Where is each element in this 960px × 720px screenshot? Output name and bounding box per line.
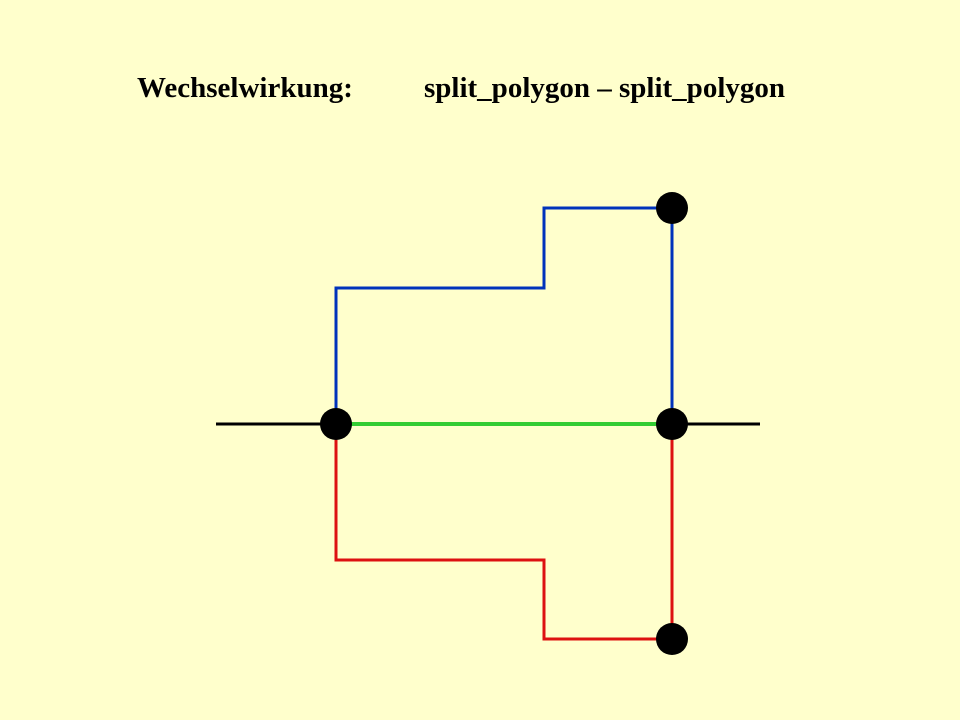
slide-title: Wechselwirkung: split_polygon – split_po… [0, 72, 960, 112]
node-right-split [656, 408, 688, 440]
title-label: Wechselwirkung: [137, 72, 353, 104]
upper-polygon-path [334, 206, 674, 424]
node-top [656, 192, 688, 224]
title-formula: split_polygon – split_polygon [424, 72, 785, 104]
node-left-split [320, 408, 352, 440]
node-bottom [656, 623, 688, 655]
lower-polygon-path [334, 424, 674, 641]
